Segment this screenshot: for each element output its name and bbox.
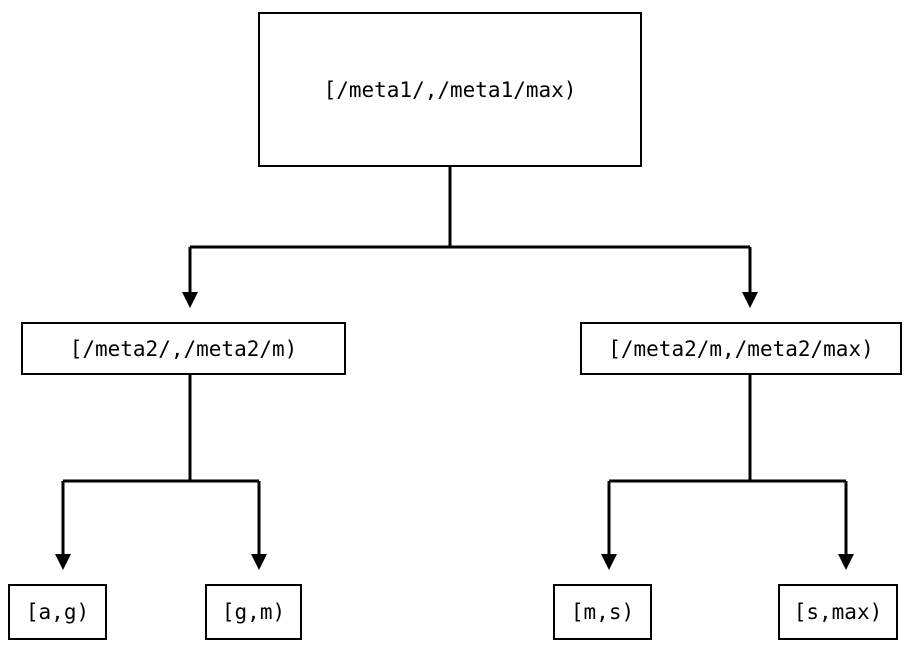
arrowhead-to-leaf-2 bbox=[251, 554, 267, 570]
arrowhead-to-leaf-4 bbox=[838, 554, 854, 570]
node-leaf-4-label: [s,max) bbox=[793, 600, 883, 624]
arrowhead-to-mid-right bbox=[742, 292, 758, 308]
arrowhead-to-mid-left bbox=[182, 292, 198, 308]
arrowhead-to-leaf-1 bbox=[55, 554, 71, 570]
node-mid-left-label: [/meta2/,/meta2/m) bbox=[69, 336, 298, 361]
node-leaf-2: [g,m) bbox=[205, 584, 302, 640]
arrowhead-to-leaf-3 bbox=[601, 554, 617, 570]
node-leaf-3-label: [m,s) bbox=[570, 600, 635, 624]
node-root-label: [/meta1/,/meta1/max) bbox=[323, 77, 577, 102]
node-root: [/meta1/,/meta1/max) bbox=[258, 12, 642, 167]
node-leaf-2-label: [g,m) bbox=[221, 600, 286, 624]
node-mid-right: [/meta2/m,/meta2/max) bbox=[580, 322, 902, 375]
node-mid-right-label: [/meta2/m,/meta2/max) bbox=[608, 336, 874, 361]
node-leaf-1-label: [a,g) bbox=[25, 600, 90, 624]
arrowheads bbox=[55, 292, 854, 570]
node-leaf-1: [a,g) bbox=[8, 584, 107, 640]
node-leaf-4: [s,max) bbox=[778, 584, 898, 640]
node-mid-left: [/meta2/,/meta2/m) bbox=[21, 322, 346, 375]
node-leaf-3: [m,s) bbox=[553, 584, 652, 640]
